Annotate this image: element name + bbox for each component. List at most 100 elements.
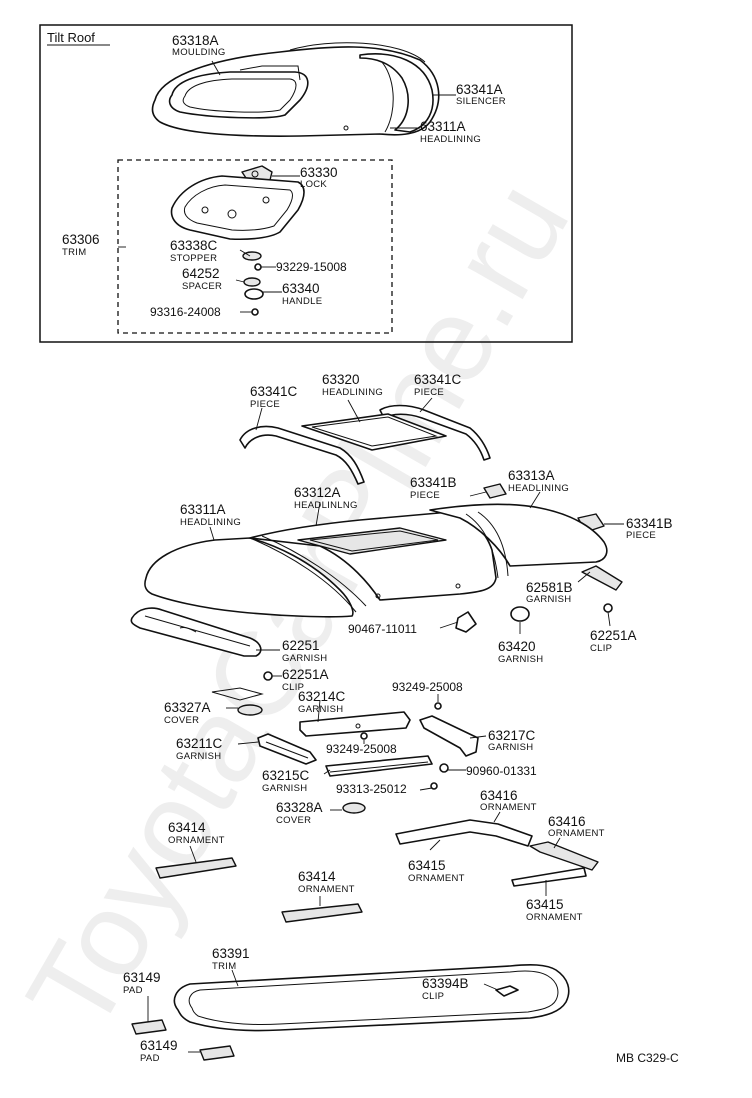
- svg-text:63320: 63320: [322, 372, 360, 387]
- headlining-63311A: [144, 537, 354, 618]
- garnish-63215C: [325, 755, 433, 777]
- svg-text:93316-24008: 93316-24008: [150, 305, 221, 319]
- svg-text:MOULDING: MOULDING: [172, 47, 226, 58]
- silencer-shape: [359, 53, 434, 133]
- label-93229-15008: 93229-15008: [276, 260, 347, 274]
- svg-text:PIECE: PIECE: [414, 387, 444, 398]
- svg-text:63328A: 63328A: [276, 800, 323, 815]
- svg-text:PAD: PAD: [123, 985, 143, 996]
- clip-90467: [455, 611, 477, 633]
- spacer-part: [243, 277, 261, 287]
- svg-text:62251A: 62251A: [590, 628, 637, 643]
- garnish-63420: [510, 606, 530, 622]
- svg-text:ORNAMENT: ORNAMENT: [168, 835, 225, 846]
- svg-text:63311A: 63311A: [420, 119, 466, 134]
- svg-text:GARNISH: GARNISH: [262, 783, 307, 794]
- svg-text:63415: 63415: [526, 897, 564, 912]
- svg-text:COVER: COVER: [276, 815, 311, 826]
- pad-63149-bottom: [199, 1045, 235, 1061]
- svg-text:62251A: 62251A: [282, 667, 329, 682]
- svg-text:63420: 63420: [498, 639, 536, 654]
- svg-text:HANDLE: HANDLE: [282, 296, 322, 307]
- clip-62251A-left: [263, 671, 273, 681]
- svg-text:TRIM: TRIM: [62, 247, 86, 258]
- label-93249-25008-mid: 93249-25008: [326, 742, 397, 756]
- svg-text:STOPPER: STOPPER: [170, 253, 217, 264]
- svg-text:HEADLINING: HEADLINING: [180, 517, 241, 528]
- svg-text:GARNISH: GARNISH: [176, 751, 221, 762]
- garnish-63217C: [419, 715, 479, 757]
- cover-63327A: [237, 704, 263, 716]
- svg-text:63414: 63414: [298, 869, 336, 884]
- trim-panel: [170, 175, 305, 241]
- label-90960-01331: 90960-01331: [466, 764, 537, 778]
- main-assembly: [130, 397, 624, 1061]
- svg-text:90960-01331: 90960-01331: [466, 764, 537, 778]
- garnish-62581B: [581, 565, 623, 591]
- svg-text:SPACER: SPACER: [182, 281, 222, 292]
- cover-63328A: [342, 802, 366, 814]
- svg-text:63341B: 63341B: [410, 475, 457, 490]
- ornament-63415-right: [511, 867, 587, 887]
- svg-text:ORNAMENT: ORNAMENT: [408, 873, 465, 884]
- svg-text:SILENCER: SILENCER: [456, 96, 506, 107]
- svg-text:63214C: 63214C: [298, 689, 346, 704]
- svg-text:PAD: PAD: [140, 1053, 160, 1064]
- svg-text:93313-25012: 93313-25012: [336, 782, 407, 796]
- label-90467-11011: 90467-11011: [348, 622, 417, 636]
- svg-text:63340: 63340: [282, 281, 320, 296]
- moulding-ring: [168, 71, 309, 119]
- ornament-63416-left: [395, 819, 533, 847]
- svg-text:63211C: 63211C: [176, 736, 223, 751]
- svg-text:ORNAMENT: ORNAMENT: [548, 828, 605, 839]
- svg-text:63394B: 63394B: [422, 976, 469, 991]
- svg-text:GARNISH: GARNISH: [488, 742, 533, 753]
- svg-text:LOCK: LOCK: [300, 179, 327, 190]
- garnish-62251: [130, 607, 262, 657]
- svg-text:63217C: 63217C: [488, 728, 536, 743]
- svg-text:62581B: 62581B: [526, 580, 573, 595]
- svg-text:63149: 63149: [123, 970, 161, 985]
- garnish-63214C: [299, 711, 411, 737]
- footer-code: MB C329-C: [616, 1051, 679, 1065]
- svg-text:GARNISH: GARNISH: [282, 653, 327, 664]
- svg-text:93249-25008: 93249-25008: [392, 680, 463, 694]
- svg-text:63341C: 63341C: [250, 384, 298, 399]
- ornament-63416-right: [529, 841, 599, 871]
- screw-93249-a: [434, 702, 442, 710]
- svg-text:ORNAMENT: ORNAMENT: [526, 912, 583, 923]
- svg-text:63330: 63330: [300, 165, 338, 180]
- svg-text:63341C: 63341C: [414, 372, 462, 387]
- svg-text:64252: 64252: [182, 266, 220, 281]
- svg-text:HEADLINING: HEADLINING: [508, 483, 569, 494]
- svg-text:63215C: 63215C: [262, 768, 310, 783]
- headlining-63320: [301, 413, 447, 451]
- svg-text:COVER: COVER: [164, 715, 199, 726]
- headlining-63312A: [249, 511, 497, 601]
